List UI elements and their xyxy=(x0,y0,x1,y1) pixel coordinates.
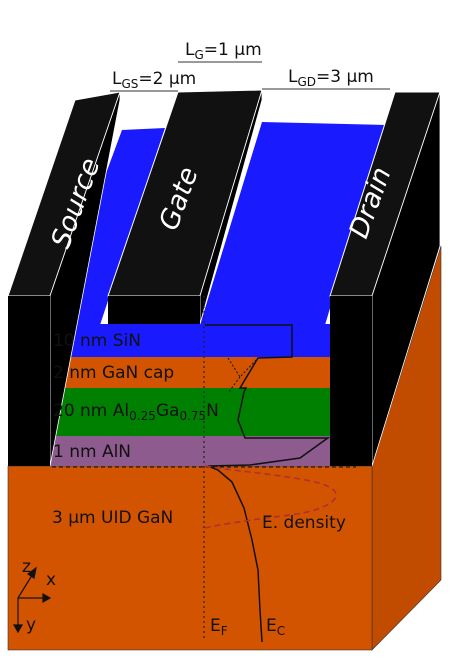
uid-gan-layer xyxy=(7,465,373,651)
algan-layer-label: 20 nm Al0.25Ga0.75N xyxy=(53,401,219,423)
conduction-band-curve xyxy=(205,324,331,643)
gan-cap-layer xyxy=(50,357,330,388)
axis-y-label: y xyxy=(26,615,36,635)
electron-density-label: E. density xyxy=(262,513,346,533)
axis-y-arrow xyxy=(12,624,24,634)
axis-z-label: z xyxy=(22,557,31,577)
coordinate-axes xyxy=(12,566,52,634)
sin-layer-label: 10 nm SiN xyxy=(53,331,141,351)
gan-cap-layer-label: 2 nm GaN cap xyxy=(53,363,174,383)
drain-electrode-front xyxy=(330,296,372,466)
electron-density-curve xyxy=(204,465,337,529)
axis-x-label: x xyxy=(46,570,56,590)
source-electrode-front xyxy=(8,296,50,466)
ef-label: EF xyxy=(210,616,228,638)
aln-layer-label: 1 nm AlN xyxy=(53,442,131,462)
uid-gan-layer-label: 3 µm UID GaN xyxy=(52,508,173,528)
axis-z-arrow xyxy=(26,566,37,579)
axis-x-arrow xyxy=(42,592,52,604)
ec-label: EC xyxy=(266,616,285,638)
lg-label: LG=1 µm xyxy=(185,40,262,62)
algan-layer xyxy=(50,388,330,436)
gate-electrode-front xyxy=(108,296,200,324)
lgs-label: LGS=2 µm xyxy=(112,69,196,91)
lgd-label: LGD=3 µm xyxy=(288,67,374,89)
conduction-band-cap-dotted xyxy=(227,357,259,394)
sin-layer xyxy=(50,324,330,357)
